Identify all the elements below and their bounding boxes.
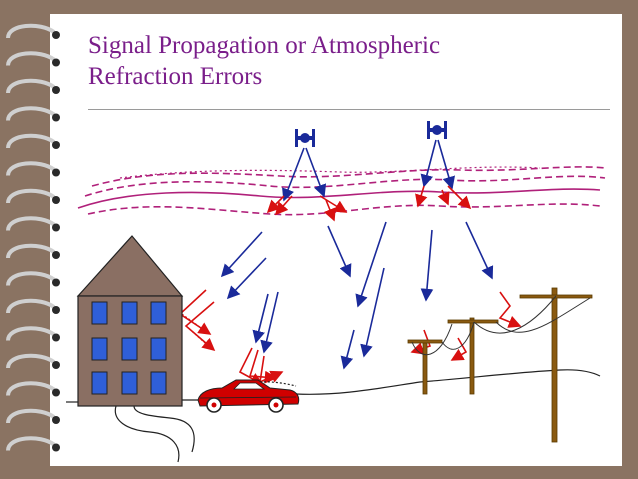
car-icon <box>197 379 300 413</box>
title-line-1: Signal Propagation or Atmospheric <box>88 32 441 59</box>
spiral-ring-icon <box>6 436 60 452</box>
spiral-ring-icon <box>6 161 60 177</box>
title-line-2: Refraction Errors <box>88 63 263 90</box>
satellite-icon <box>295 129 315 147</box>
spiral-ring-icon <box>6 23 60 39</box>
spiral-ring-icon <box>6 271 60 287</box>
spiral-ring-icon <box>6 381 60 397</box>
spiral-ring-icon <box>6 243 60 259</box>
title-divider <box>88 109 610 110</box>
spiral-ring-icon <box>6 51 60 67</box>
spiral-ring-icon <box>6 216 60 232</box>
direct-signal-arrows <box>220 139 494 370</box>
spiral-ring-icon <box>6 106 60 122</box>
spiral-binding <box>6 23 60 452</box>
spiral-ring-icon <box>6 78 60 94</box>
refracted-signal-arrows <box>178 185 522 385</box>
atmosphere-layers <box>77 166 606 216</box>
utility-pole-icon <box>407 287 593 443</box>
building-icon <box>76 235 184 407</box>
spiral-ring-icon <box>6 326 60 342</box>
spiral-ring-icon <box>6 188 60 204</box>
spiral-ring-icon <box>6 353 60 369</box>
spiral-ring-icon <box>6 298 60 314</box>
power-lines <box>411 295 591 356</box>
spiral-ring-icon <box>6 133 60 149</box>
slide-title: Signal Propagation or Atmospheric Refrac… <box>88 30 548 92</box>
spiral-ring-icon <box>6 408 60 424</box>
satellite-icon <box>427 121 447 139</box>
scattered-signals <box>181 313 207 345</box>
